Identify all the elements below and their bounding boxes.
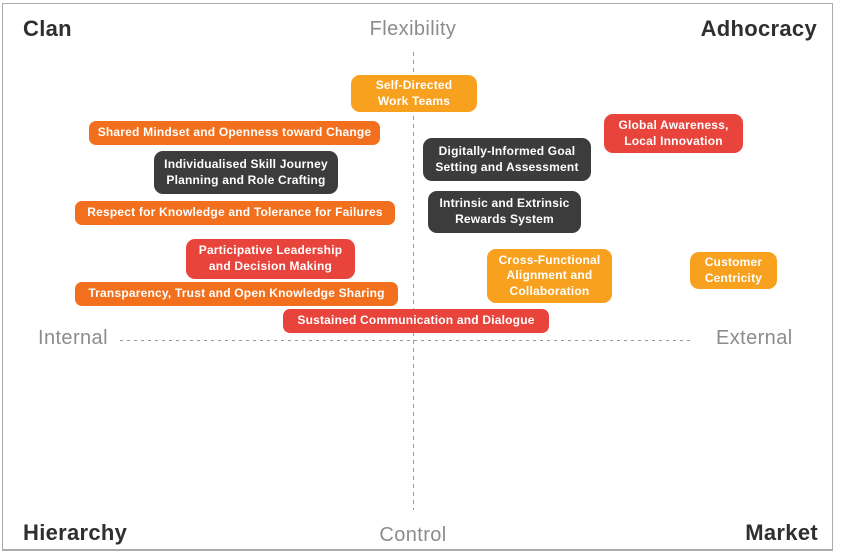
box-intrinsic-extrinsic-rewards: Intrinsic and Extrinsic Rewards System — [428, 191, 581, 233]
quadrant-label-adhocracy: Adhocracy — [700, 16, 817, 41]
quadrant-label-clan: Clan — [23, 16, 72, 41]
box-transparency-trust: Transparency, Trust and Open Knowledge S… — [75, 282, 398, 306]
box-sustained-communication: Sustained Communication and Dialogue — [283, 309, 549, 333]
axis-label-control: Control — [379, 524, 447, 546]
box-shared-mindset: Shared Mindset and Openness toward Chang… — [89, 121, 380, 145]
axis-label-internal: Internal — [38, 327, 108, 349]
diagram-border — [2, 3, 833, 551]
axis-label-external: External — [716, 327, 793, 349]
box-respect-for-knowledge: Respect for Knowledge and Tolerance for … — [75, 201, 395, 225]
box-customer-centricity: Customer Centricity — [690, 252, 777, 289]
horizontal-axis-line — [120, 340, 690, 341]
box-global-awareness: Global Awareness, Local Innovation — [604, 114, 743, 153]
box-digitally-informed-goal: Digitally-Informed Goal Setting and Asse… — [423, 138, 591, 181]
box-cross-functional-alignment: Cross-Functional Alignment and Collabora… — [487, 249, 612, 303]
box-participative-leadership: Participative Leadership and Decision Ma… — [186, 239, 355, 279]
box-individualised-skill-journey: Individualised Skill Journey Planning an… — [154, 151, 338, 194]
quadrant-label-market: Market — [745, 520, 818, 545]
vertical-axis-line — [413, 52, 414, 510]
quadrant-label-hierarchy: Hierarchy — [23, 520, 128, 545]
axis-label-flexibility: Flexibility — [369, 18, 457, 40]
box-self-directed-work-teams: Self-Directed Work Teams — [351, 75, 477, 112]
